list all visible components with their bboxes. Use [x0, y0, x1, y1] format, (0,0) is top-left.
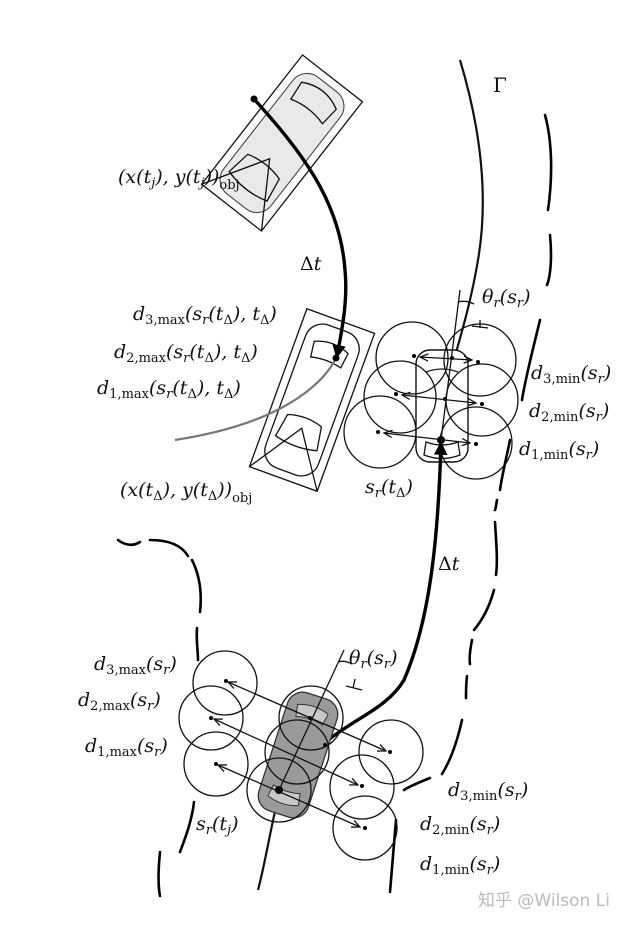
ego-arrows-tdelta [384, 357, 476, 443]
delta-t-bottom-label: Δt [438, 553, 460, 575]
perp-mark-bottom [345, 685, 363, 691]
right-road-boundary-bottom [388, 498, 499, 894]
ego-arrows-tj [214, 682, 386, 827]
d2max-tdelta-label: d2,max(sr(tΔ), tΔ) [114, 341, 258, 366]
theta-arc-top [457, 300, 475, 305]
d3max-bottom-label: d3,max(sr) [94, 653, 177, 678]
obj-start-label: (x(tj), y(tj))obj [118, 166, 240, 193]
reference-line-gamma [442, 59, 484, 401]
d3max-tdelta-label: d3,max(sr(tΔ), tΔ) [133, 303, 277, 328]
right-road-boundary-top [498, 113, 553, 492]
object-motion-arrow [252, 97, 348, 359]
sr-tdelta-label: sr(tΔ) [365, 476, 413, 501]
ego-heading-line-tj [278, 649, 345, 791]
obj-delta-label: (x(tΔ), y(tΔ))obj [120, 479, 252, 506]
d1min-bottom-label: d1,min(sr) [420, 853, 500, 878]
object-center-tdelta [332, 354, 340, 362]
perp-mark-bottom-2 [352, 678, 356, 689]
d1max-bottom-label: d1,max(sr) [85, 735, 168, 760]
watermark: 知乎 @Wilson Li [478, 891, 610, 911]
ego-heading-line-tdelta [440, 289, 461, 441]
theta-bottom-label: θr(sr) [349, 647, 397, 672]
d3min-bottom-label: d3,min(sr) [448, 779, 528, 804]
d2max-bottom-label: d2,max(sr) [78, 689, 161, 714]
left-road-boundary [116, 538, 203, 898]
d2min-bottom-label: d2,min(sr) [420, 813, 500, 838]
theta-top-label: θr(sr) [482, 286, 530, 311]
delta-t-top-label: Δt [300, 253, 322, 275]
d2min-top-label: d2,min(sr) [529, 400, 609, 425]
d1max-tdelta-label: d1,max(sr(tΔ), tΔ) [97, 377, 241, 402]
sr-tj-label: sr(tj) [196, 813, 239, 838]
theta-arc-bottom [337, 660, 353, 665]
gamma-label: Γ [493, 73, 507, 97]
object-path-curve [174, 357, 337, 442]
d3min-top-label: d3,min(sr) [531, 362, 611, 387]
d1min-top-label: d1,min(sr) [519, 438, 599, 463]
object-vehicle-tdelta [248, 307, 376, 493]
road-boundaries [116, 113, 553, 898]
object-vehicle-tj [200, 54, 364, 232]
